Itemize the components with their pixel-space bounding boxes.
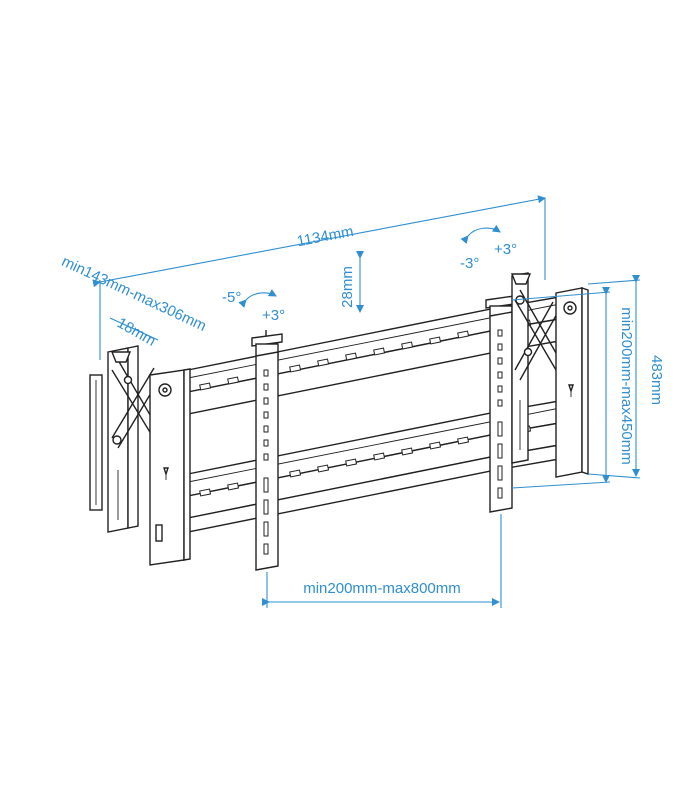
dim-height-total: 483mm xyxy=(587,275,665,479)
right-tv-arm-holes xyxy=(497,329,503,499)
label-tilt-left-neg: -5° xyxy=(222,289,241,306)
label-depth-min: 18mm xyxy=(114,314,159,350)
label-vesa-horizontal: min200mm-max800mm xyxy=(303,580,461,597)
dim-height-adjust: 28mm xyxy=(339,251,364,313)
left-wall-plate xyxy=(89,374,103,511)
left-tv-arm xyxy=(251,330,283,571)
dimensions: 1134mm min143mm-max306mm 18mm -5° +3° -3… xyxy=(59,195,665,608)
label-width-total: 1134mm xyxy=(295,223,354,250)
label-tilt-left-pos: +3° xyxy=(262,307,285,324)
dim-vesa-horizontal: min200mm-max800mm xyxy=(262,514,502,608)
dim-tilt-left: -5° +3° xyxy=(222,289,285,324)
label-height-adjust: 28mm xyxy=(339,266,356,308)
label-tilt-right-neg: -3° xyxy=(460,255,479,272)
dim-tilt-right: -3° +3° xyxy=(460,224,517,272)
left-tv-arm-holes xyxy=(263,369,269,555)
left-end-bracket xyxy=(149,368,191,566)
dim-depth-min: 18mm xyxy=(109,314,159,350)
label-vesa-vertical: min200mm-max450mm xyxy=(618,307,635,465)
right-end-bracket xyxy=(555,287,589,478)
top-rail-slots xyxy=(199,319,532,391)
label-tilt-right-pos: +3° xyxy=(494,241,517,258)
label-height-total: 483mm xyxy=(648,355,665,405)
right-tv-arm xyxy=(485,295,515,513)
wall-mount-drawing xyxy=(89,272,589,571)
dim-vesa-vertical: min200mm-max450mm xyxy=(511,287,635,489)
